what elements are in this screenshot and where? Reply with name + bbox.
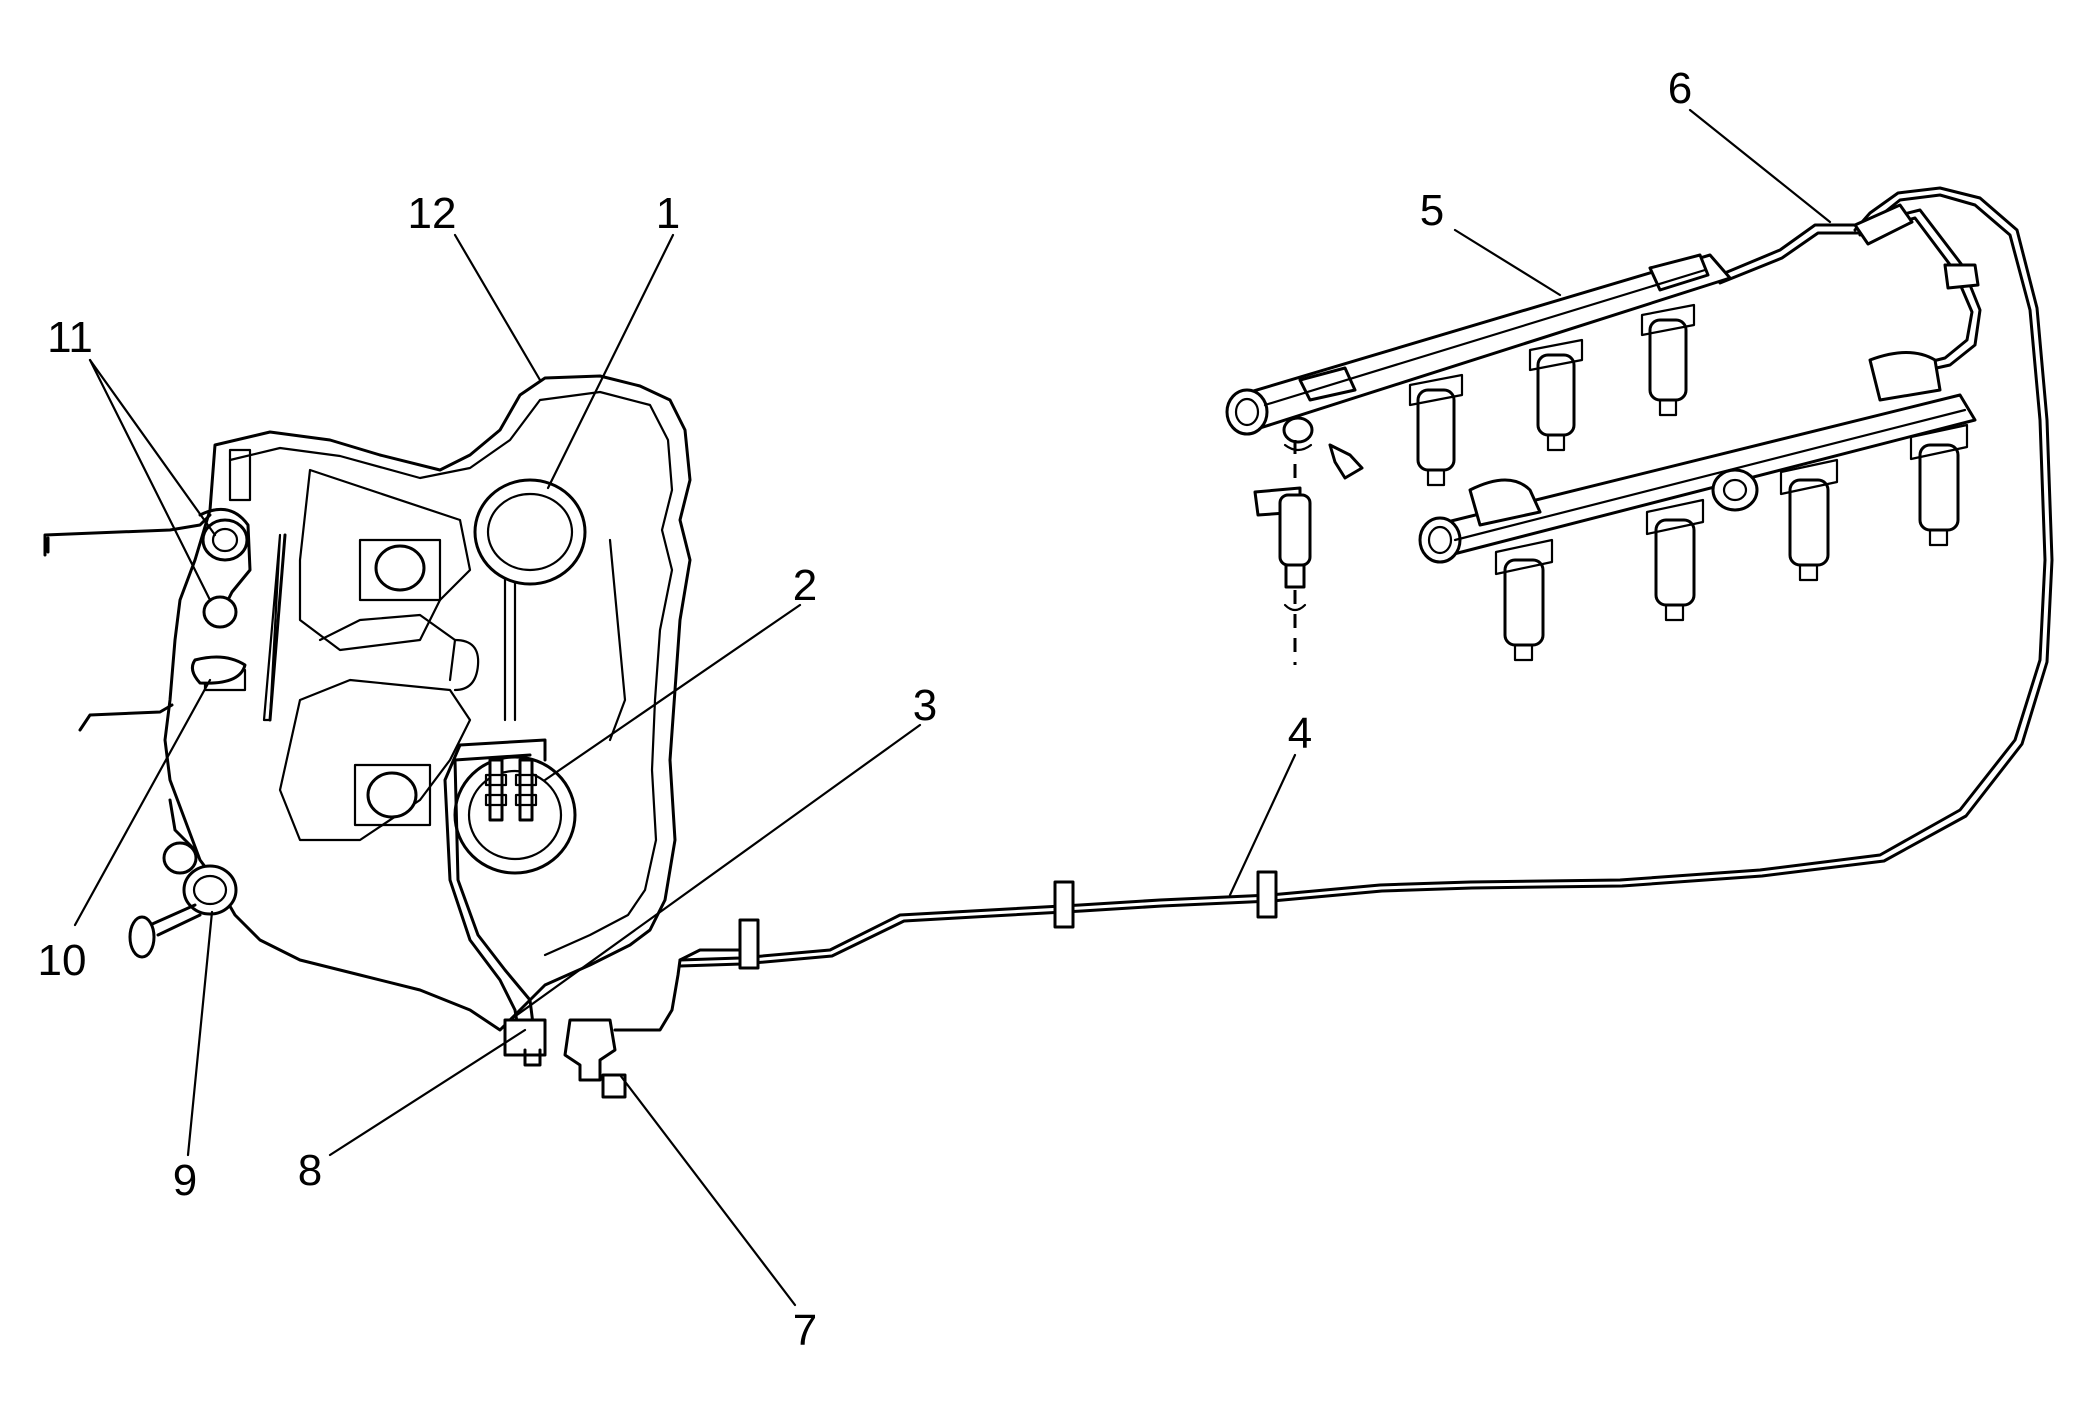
leader-6 [1688, 108, 1832, 224]
leader-8 [328, 1028, 527, 1157]
leader-2 [543, 603, 802, 782]
callout-10: 10 [38, 936, 87, 985]
leader-7 [618, 1073, 797, 1307]
leader-9 [186, 910, 214, 1157]
callout-7: 7 [793, 1306, 817, 1355]
leader-10 [73, 678, 212, 927]
leader-lines [73, 108, 1832, 1307]
callout-4: 4 [1288, 709, 1312, 758]
callout-9: 9 [173, 1156, 197, 1205]
callout-12: 12 [408, 189, 457, 238]
leader-1 [546, 233, 675, 490]
callout-6: 6 [1668, 64, 1692, 113]
fuel-rail-crossover-pipe [1718, 203, 1982, 377]
injector-upper-3 [1640, 303, 1696, 417]
leader-11a [88, 358, 217, 537]
leader-11b [88, 358, 212, 602]
leader-4 [1228, 753, 1297, 897]
callout-2: 2 [793, 561, 817, 610]
fuel-rail-right [1418, 351, 1977, 564]
fuel-filler-neck [128, 864, 238, 959]
injector-lower-3 [1779, 458, 1839, 582]
fuel-tank [163, 374, 692, 1042]
fuel-pressure-port [1711, 468, 1759, 512]
callout-11: 11 [47, 313, 93, 362]
fuel-rail-left [1225, 253, 1732, 436]
injector-detached [1253, 416, 1364, 665]
injector-lower-1 [1494, 538, 1554, 662]
injector-lower-4 [1909, 423, 1969, 547]
leader-3 [508, 723, 922, 1022]
callout-3: 3 [913, 681, 937, 730]
callout-labels: 1 2 3 4 5 6 7 8 9 10 11 12 [38, 64, 1693, 1355]
injector-upper-1 [1408, 373, 1464, 487]
callout-5: 5 [1420, 186, 1444, 235]
fuel-feed-line [678, 186, 2054, 970]
fuel-injectors [1253, 303, 1969, 665]
callout-8: 8 [298, 1146, 322, 1195]
injector-lower-2 [1645, 498, 1705, 622]
injector-upper-2 [1528, 338, 1584, 452]
fuel-pump-fittings [484, 758, 538, 822]
leader-12 [453, 233, 542, 382]
callout-1: 1 [656, 189, 680, 238]
evap-vent-lines [43, 507, 252, 875]
leader-5 [1453, 228, 1562, 297]
